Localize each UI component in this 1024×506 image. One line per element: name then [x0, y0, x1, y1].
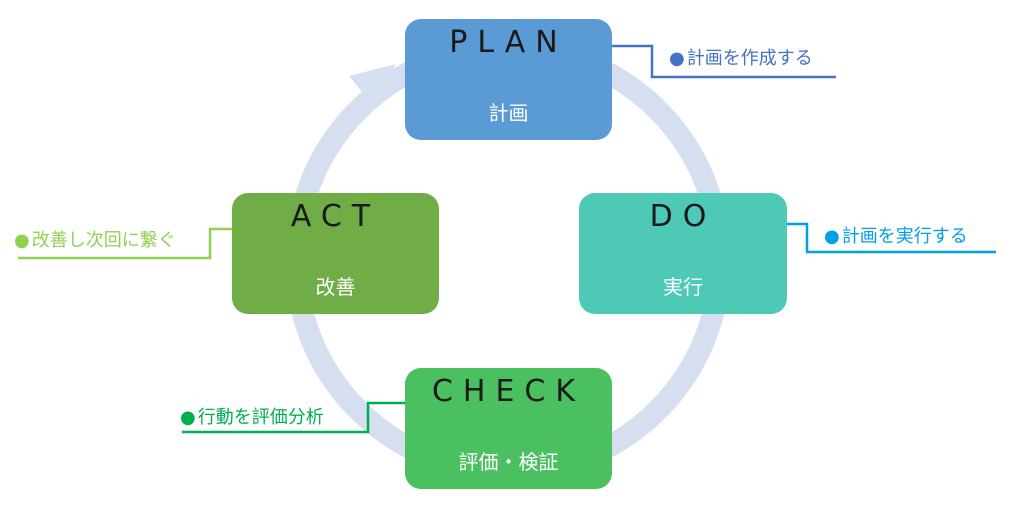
do-title: DO	[649, 199, 717, 234]
act-box: ACT 改善	[232, 193, 439, 314]
plan-box: PLAN 計画	[405, 19, 612, 140]
check-title: CHECK	[431, 374, 586, 409]
bullet-icon: ●	[824, 226, 840, 247]
plan-title: PLAN	[449, 25, 568, 60]
plan-note: ●計画を作成する	[669, 44, 813, 70]
cycle-arrow-icon	[349, 64, 396, 104]
do-note-text: 計画を実行する	[841, 226, 968, 247]
bullet-icon: ●	[669, 48, 685, 69]
bullet-icon: ●	[14, 230, 30, 251]
check-connector	[182, 401, 405, 434]
plan-connector	[612, 44, 836, 79]
act-subtitle: 改善	[315, 275, 356, 299]
do-connector	[787, 222, 996, 254]
check-subtitle: 評価・検証	[458, 450, 559, 474]
bullet-icon: ●	[180, 407, 196, 428]
check-box: CHECK 評価・検証	[405, 368, 612, 489]
do-box: DO 実行	[579, 193, 787, 314]
plan-subtitle: 計画	[488, 101, 529, 125]
act-note-text: 改善し次回に繋ぐ	[31, 230, 176, 251]
check-note-text: 行動を評価分析	[197, 407, 324, 428]
act-title: ACT	[290, 199, 381, 234]
act-connector	[18, 227, 232, 260]
do-note: ●計画を実行する	[824, 222, 968, 248]
check-note: ●行動を評価分析	[180, 403, 324, 429]
do-subtitle: 実行	[663, 275, 703, 299]
plan-note-text: 計画を作成する	[686, 48, 813, 69]
act-note: ●改善し次回に繋ぐ	[14, 229, 194, 253]
